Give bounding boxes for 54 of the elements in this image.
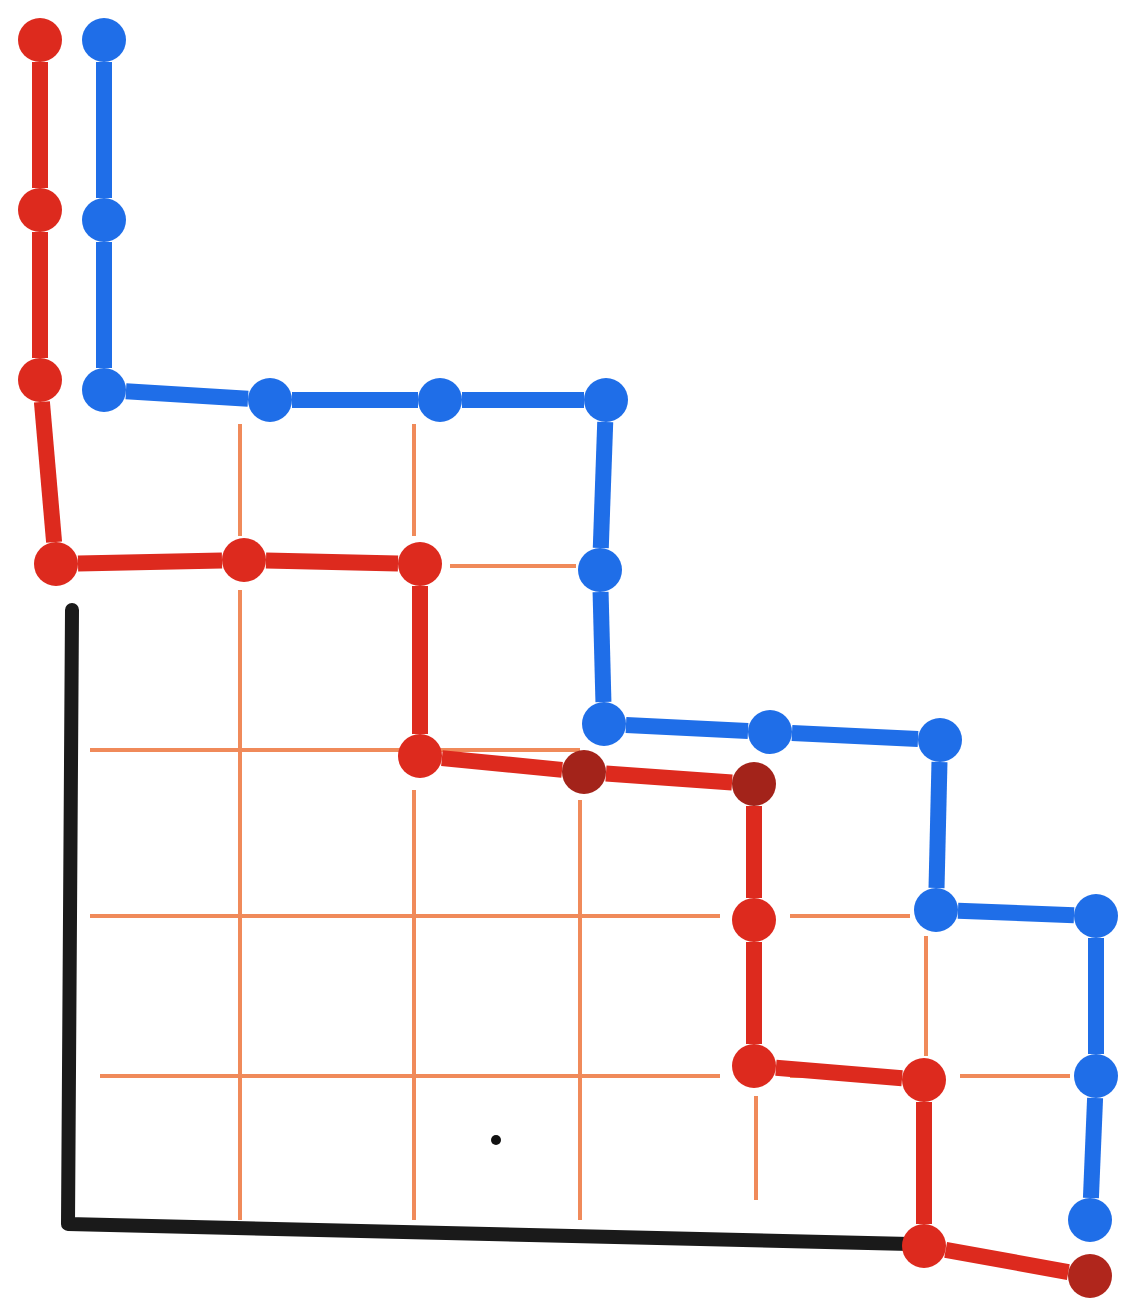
connector-line (1088, 938, 1104, 1054)
dot (18, 188, 62, 232)
connector-line (592, 421, 614, 549)
dot (1068, 1198, 1112, 1242)
connector-line (412, 586, 428, 734)
connector-line (125, 383, 249, 407)
connector-line (96, 242, 112, 368)
dot (18, 18, 62, 62)
connector-line (77, 552, 223, 572)
connector-line (746, 806, 762, 898)
connector-line (32, 62, 48, 188)
dot (1074, 1054, 1118, 1098)
connector-line (32, 232, 48, 358)
connector-line (96, 62, 112, 198)
connector-line (441, 750, 563, 778)
dot (34, 542, 78, 586)
connector-line (33, 401, 63, 543)
dot (1074, 894, 1118, 938)
dot (18, 358, 62, 402)
connector-line (775, 1059, 903, 1087)
dot (562, 750, 606, 794)
dot (902, 1224, 946, 1268)
dot (82, 18, 126, 62)
connector-line (928, 761, 948, 889)
dot (248, 378, 292, 422)
dot (732, 898, 776, 942)
dot (902, 1058, 946, 1102)
connector-line (791, 725, 919, 747)
dot (584, 378, 628, 422)
dot (914, 888, 958, 932)
dot (578, 548, 622, 592)
dot (582, 702, 626, 746)
dot (732, 762, 776, 806)
connector-line (1082, 1097, 1104, 1199)
connector-line (916, 1102, 932, 1224)
connector-line (944, 1242, 1070, 1280)
connector-line (462, 392, 584, 408)
connector-line (746, 942, 762, 1044)
dot (82, 368, 126, 412)
connector-line (605, 765, 733, 791)
dot (748, 710, 792, 754)
connector-line (592, 591, 612, 703)
dot (418, 378, 462, 422)
connector-line (265, 552, 399, 572)
dot (398, 542, 442, 586)
dot (732, 1044, 776, 1088)
dot (918, 718, 962, 762)
dot (82, 198, 126, 242)
connector-line (625, 717, 749, 739)
connector-line (292, 392, 418, 408)
dot (222, 538, 266, 582)
connector-line (957, 902, 1075, 924)
dot (398, 734, 442, 778)
dot (1068, 1254, 1112, 1298)
